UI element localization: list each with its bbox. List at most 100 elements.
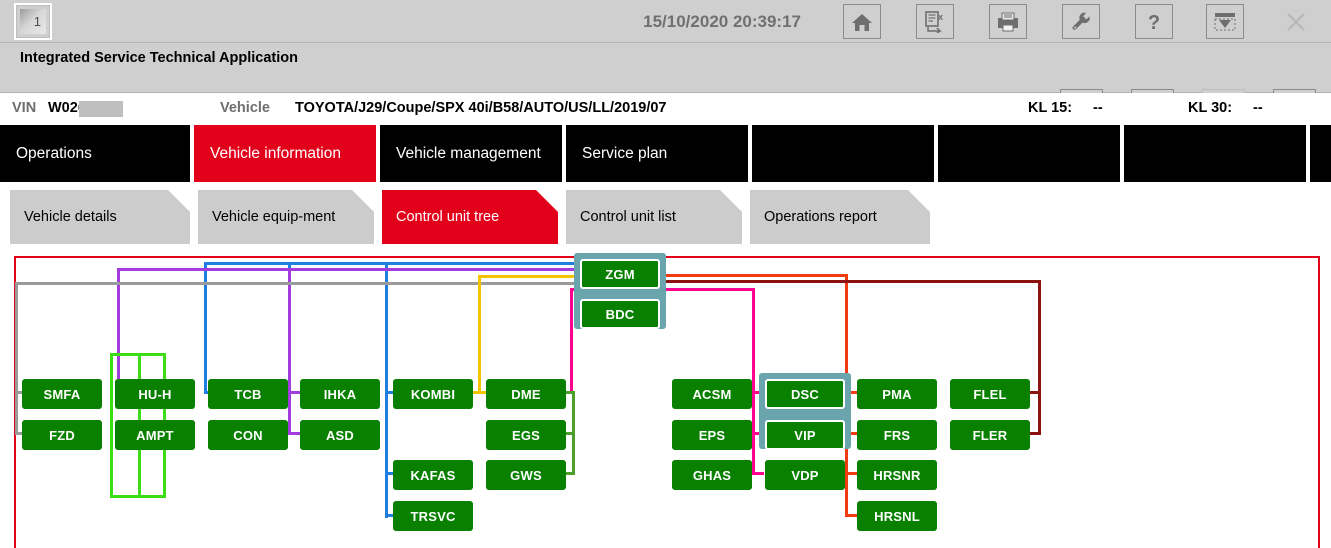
nav-item-empty-4[interactable] [1310, 125, 1331, 182]
wire-magenta-left-v [570, 288, 573, 394]
vehicle-value: TOYOTA/J29/Coupe/SPX 40i/B58/AUTO/US/LL/… [295, 100, 667, 116]
wire-olive-stub1 [566, 391, 575, 394]
node-egs[interactable]: EGS [486, 420, 566, 450]
node-acsm[interactable]: ACSM [672, 379, 752, 409]
wire-olive-stub2 [566, 432, 575, 435]
node-flel[interactable]: FLEL [950, 379, 1030, 409]
close-window-icon[interactable] [1277, 4, 1315, 39]
wire-orange-stub3 [845, 472, 859, 475]
wire-purple-trunk [117, 268, 600, 271]
wire-purple-stub2 [288, 391, 302, 394]
node-ihka[interactable]: IHKA [300, 379, 380, 409]
nav-item-vehicle-information[interactable]: Vehicle information [194, 125, 376, 182]
node-pma[interactable]: PMA [857, 379, 937, 409]
wire-gray-stub2 [15, 432, 25, 435]
wire-gray-stub1 [15, 391, 25, 394]
kl15-label: KL 15: [1028, 100, 1073, 116]
minimize-to-tray-icon[interactable] [1206, 4, 1244, 39]
kl30-label: KL 30: [1188, 100, 1233, 116]
wire-orange-trunk [655, 274, 848, 277]
node-con[interactable]: CON [208, 420, 288, 450]
tab-control-unit-tree[interactable]: Control unit tree [382, 190, 558, 244]
vin-redaction-mask [79, 101, 123, 117]
tools-icon[interactable] [1062, 4, 1100, 39]
node-kafas[interactable]: KAFAS [393, 460, 473, 490]
svg-text:?: ? [1148, 12, 1160, 33]
wire-blue-trunk [204, 262, 600, 265]
nav-item-empty-2[interactable] [938, 125, 1120, 182]
svg-text:x: x [938, 12, 943, 22]
wire-darkred-stub2 [1030, 432, 1041, 435]
wire-magenta-right-top [655, 288, 755, 291]
node-trsvc[interactable]: TRSVC [393, 501, 473, 531]
wire-purple-v2 [288, 268, 291, 435]
node-asd[interactable]: ASD [300, 420, 380, 450]
nav-item-operations[interactable]: Operations [0, 125, 190, 182]
vehicle-label: Vehicle [220, 100, 270, 116]
node-vdp[interactable]: VDP [765, 460, 845, 490]
wire-blue-stub4 [385, 472, 395, 475]
node-bdc[interactable]: BDC [580, 299, 660, 329]
main-navigation: Operations Vehicle information Vehicle m… [0, 125, 1331, 182]
node-gws[interactable]: GWS [486, 460, 566, 490]
wire-darkred-v [1038, 280, 1041, 435]
wire-olive-stub3 [566, 472, 575, 475]
nav-item-empty-3[interactable] [1124, 125, 1306, 182]
wire-blue-v1 [204, 262, 207, 394]
window-tab-label: 1 [20, 9, 46, 34]
wire-purple-stub3 [288, 432, 302, 435]
node-ghas[interactable]: GHAS [672, 460, 752, 490]
end-session-icon[interactable]: x [916, 4, 954, 39]
application-title: Integrated Service Technical Application [20, 50, 298, 66]
node-fler[interactable]: FLER [950, 420, 1030, 450]
wire-magenta-stub-acsm [746, 391, 764, 394]
node-ampt[interactable]: AMPT [115, 420, 195, 450]
wire-magenta-right-v [752, 288, 755, 474]
node-kombi[interactable]: KOMBI [393, 379, 473, 409]
application-title-band: Integrated Service Technical Application [0, 43, 1331, 129]
print-icon[interactable] [989, 4, 1027, 39]
node-fzd[interactable]: FZD [22, 420, 102, 450]
node-tcb[interactable]: TCB [208, 379, 288, 409]
node-frs[interactable]: FRS [857, 420, 937, 450]
kl30-value: -- [1253, 100, 1263, 116]
nav-item-service-plan[interactable]: Service plan [566, 125, 748, 182]
node-vip[interactable]: VIP [765, 420, 845, 450]
wire-blue-stub3 [385, 391, 395, 394]
wire-yellow-trunk [478, 275, 600, 278]
home-icon[interactable] [843, 4, 881, 39]
wire-orange-stub4 [845, 514, 859, 517]
node-dsc[interactable]: DSC [765, 379, 845, 409]
node-smfa[interactable]: SMFA [22, 379, 102, 409]
tab-operations-report[interactable]: Operations report [750, 190, 930, 244]
wire-magenta-stub-ghas [746, 472, 764, 475]
tab-vehicle-equipment[interactable]: Vehicle equip-ment [198, 190, 374, 244]
sub-tab-bar: Vehicle details Vehicle equip-ment Contr… [0, 190, 1331, 248]
nav-item-empty-1[interactable] [752, 125, 934, 182]
clock-datetime: 15/10/2020 20:39:17 [643, 12, 801, 31]
kl15-value: -- [1093, 100, 1103, 116]
wire-purple-v1 [117, 268, 120, 393]
vin-value: W026 [48, 100, 86, 116]
wire-darkred-trunk [655, 280, 1041, 283]
node-hrsnr[interactable]: HRSNR [857, 460, 937, 490]
node-hrsnl[interactable]: HRSNL [857, 501, 937, 531]
node-zgm[interactable]: ZGM [580, 259, 660, 289]
node-dme[interactable]: DME [486, 379, 566, 409]
control-unit-tree-diagram[interactable]: SMFA FZD HU-H AMPT TCB CON IHKA ASD KOMB… [0, 248, 1331, 548]
wire-yellow-v1 [478, 275, 481, 393]
wire-darkred-stub1 [1030, 391, 1041, 394]
nav-item-vehicle-management[interactable]: Vehicle management [380, 125, 562, 182]
help-icon[interactable]: ? [1135, 4, 1173, 39]
vehicle-identification-bar: VIN W026 Vehicle TOYOTA/J29/Coupe/SPX 40… [0, 93, 1331, 125]
node-hu-h[interactable]: HU-H [115, 379, 195, 409]
window-tab-1[interactable]: 1 [14, 3, 52, 40]
tab-vehicle-details[interactable]: Vehicle details [10, 190, 190, 244]
title-bar: 1 15/10/2020 20:39:17 x [0, 0, 1331, 43]
tab-control-unit-list[interactable]: Control unit list [566, 190, 742, 244]
wire-blue-v3 [385, 262, 388, 518]
node-eps[interactable]: EPS [672, 420, 752, 450]
wire-magenta-stub-eps [746, 432, 764, 435]
vin-label: VIN [12, 100, 37, 116]
wire-yellow-stub1 [470, 391, 490, 394]
